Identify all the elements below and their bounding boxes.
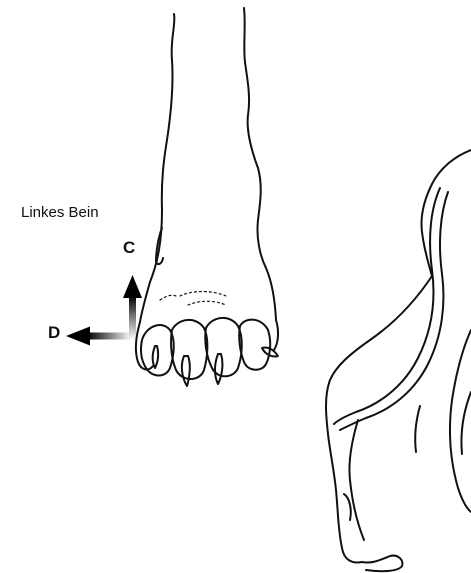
claw-3 [215, 354, 222, 384]
arrow-up-icon [123, 275, 142, 298]
leg-label: Linkes Bein [21, 204, 99, 221]
toe-4 [239, 320, 270, 370]
claw-2 [182, 356, 190, 386]
animal-side-drawing [326, 150, 471, 571]
direction-label-c: C [123, 238, 135, 258]
toe-3 [205, 318, 242, 376]
arrow-left-icon [66, 327, 90, 346]
claw-1 [153, 346, 158, 368]
direction-arrows [66, 275, 142, 346]
direction-label-d: D [48, 323, 60, 343]
arrow-left-shaft [88, 333, 132, 340]
left-leg-drawing [136, 8, 278, 386]
